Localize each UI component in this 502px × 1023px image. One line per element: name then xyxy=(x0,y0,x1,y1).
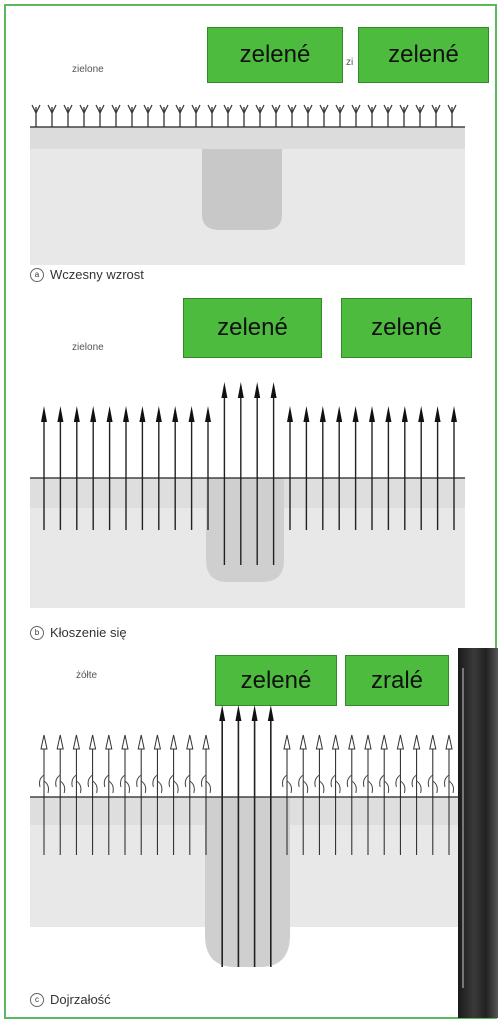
plant-ear xyxy=(90,735,96,749)
plant-ear xyxy=(271,382,277,398)
green-patch xyxy=(206,478,284,582)
panel-c-caption-marker: c xyxy=(30,993,44,1007)
plant-ear xyxy=(74,406,80,422)
plant-ear xyxy=(435,406,441,422)
panel-b-top-label: zielone xyxy=(72,342,104,353)
plant-ear xyxy=(106,735,112,749)
panel-c-caption-text: Dojrzałość xyxy=(50,992,111,1007)
plant-ear xyxy=(138,735,144,749)
plant-ear xyxy=(365,735,371,749)
plant-ear xyxy=(189,406,195,422)
plant-ear xyxy=(57,735,63,749)
panel-a-diagram xyxy=(30,95,465,265)
plant-ear xyxy=(349,735,355,749)
plant-ear xyxy=(320,406,326,422)
panel-b-caption-marker: b xyxy=(30,626,44,640)
plant-ear xyxy=(414,735,420,749)
plant-ear xyxy=(187,735,193,749)
plant-ear xyxy=(252,705,258,721)
panel-a-caption-marker: a xyxy=(30,268,44,282)
panel-a-tag-right: zelené xyxy=(358,27,489,83)
plant-ear xyxy=(90,406,96,422)
plant-ear xyxy=(397,735,403,749)
green-patch xyxy=(205,797,290,967)
side-photo xyxy=(458,648,498,1018)
panel-b-caption: b Kłoszenie się xyxy=(30,625,127,640)
plant-ear xyxy=(235,705,241,721)
panel-c-tag-right: zralé xyxy=(345,655,449,706)
plant-ear xyxy=(172,406,178,422)
plant-ear xyxy=(57,406,63,422)
panel-a-caption: a Wczesny wzrost xyxy=(30,267,144,282)
plant-ear xyxy=(73,735,79,749)
plant-ear xyxy=(316,735,322,749)
plant-ear xyxy=(156,406,162,422)
plant-ear xyxy=(430,735,436,749)
panel-a-partial-label: zi xyxy=(346,57,353,68)
plant-ear xyxy=(107,406,113,422)
plant-ear xyxy=(287,406,293,422)
panel-b-tag-right: zelené xyxy=(341,298,472,358)
plant-ear xyxy=(171,735,177,749)
panel-a-top-label: zielone xyxy=(72,64,104,75)
panel-a-tag-left: zelené xyxy=(207,27,343,83)
plant-ear xyxy=(385,406,391,422)
plant-ear xyxy=(381,735,387,749)
plant-ear xyxy=(205,406,211,422)
plant-ear xyxy=(221,382,227,398)
plant-ear xyxy=(154,735,160,749)
plant-ear xyxy=(300,735,306,749)
panel-c-caption: c Dojrzałość xyxy=(30,992,111,1007)
plant-ear xyxy=(418,406,424,422)
plant-ear xyxy=(303,406,309,422)
plant-ear xyxy=(446,735,452,749)
plant-ear xyxy=(333,735,339,749)
plant-ear xyxy=(336,406,342,422)
plant-ear xyxy=(139,406,145,422)
plant-ear xyxy=(268,705,274,721)
plant-ear xyxy=(122,735,128,749)
plant-ear xyxy=(219,705,225,721)
plant-ear xyxy=(123,406,129,422)
plant-ear xyxy=(284,735,290,749)
plant-ear xyxy=(254,382,260,398)
plant-ear xyxy=(451,406,457,422)
plant-ear xyxy=(41,735,47,749)
plant-ear xyxy=(402,406,408,422)
soil-top xyxy=(30,127,465,149)
panel-a-caption-text: Wczesny wzrost xyxy=(50,267,144,282)
plant-ear xyxy=(41,406,47,422)
panel-c-tag-left: zelené xyxy=(215,655,337,706)
green-patch xyxy=(202,149,282,230)
plant-ear xyxy=(369,406,375,422)
plant-ear xyxy=(238,382,244,398)
plant-ear xyxy=(353,406,359,422)
plant-ear xyxy=(203,735,209,749)
panel-b-diagram xyxy=(30,370,465,615)
panel-c-diagram xyxy=(30,705,462,980)
panel-b-caption-text: Kłoszenie się xyxy=(50,625,127,640)
panel-b-tag-left: zelené xyxy=(183,298,322,358)
panel-c-top-label: żółte xyxy=(76,670,97,681)
